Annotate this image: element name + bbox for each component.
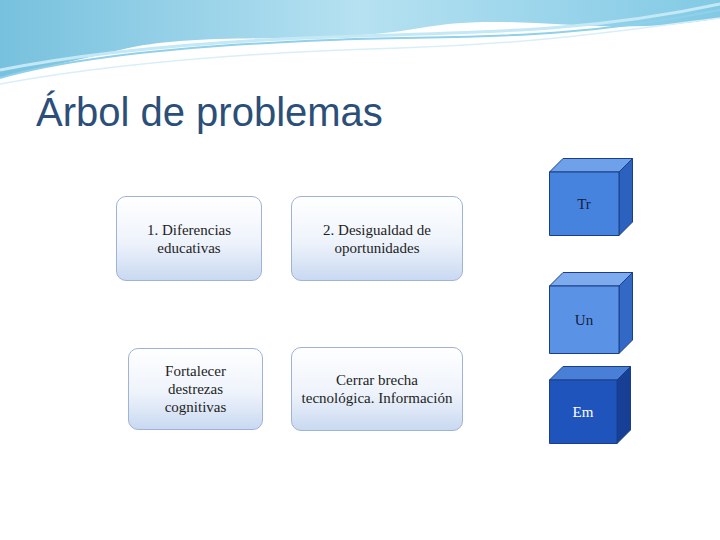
process-box: 1. Diferencias educativas bbox=[116, 196, 262, 281]
cube-shape: Em bbox=[549, 366, 631, 444]
box-label: Cerrar brecha tecnológica. Información bbox=[300, 371, 454, 407]
box-label: Fortalecer destrezas cognitivas bbox=[137, 362, 254, 416]
slide-title: Árbol de problemas bbox=[36, 90, 383, 135]
box-label: 2. Desigualdad de oportunidades bbox=[300, 221, 454, 257]
header-wave bbox=[0, 0, 720, 90]
cube-label: Un bbox=[575, 312, 593, 329]
process-box: 2. Desigualdad de oportunidades bbox=[291, 196, 463, 281]
cube-label: Tr bbox=[577, 196, 591, 213]
cube-outline bbox=[549, 158, 633, 236]
process-box: Fortalecer destrezas cognitivas bbox=[128, 348, 263, 430]
process-box: Cerrar brecha tecnológica. Información bbox=[291, 347, 463, 431]
cube-label: Em bbox=[573, 404, 594, 421]
box-label: 1. Diferencias educativas bbox=[125, 221, 253, 257]
cube-shape: Un bbox=[549, 272, 633, 354]
cube-shape: Tr bbox=[549, 158, 633, 236]
